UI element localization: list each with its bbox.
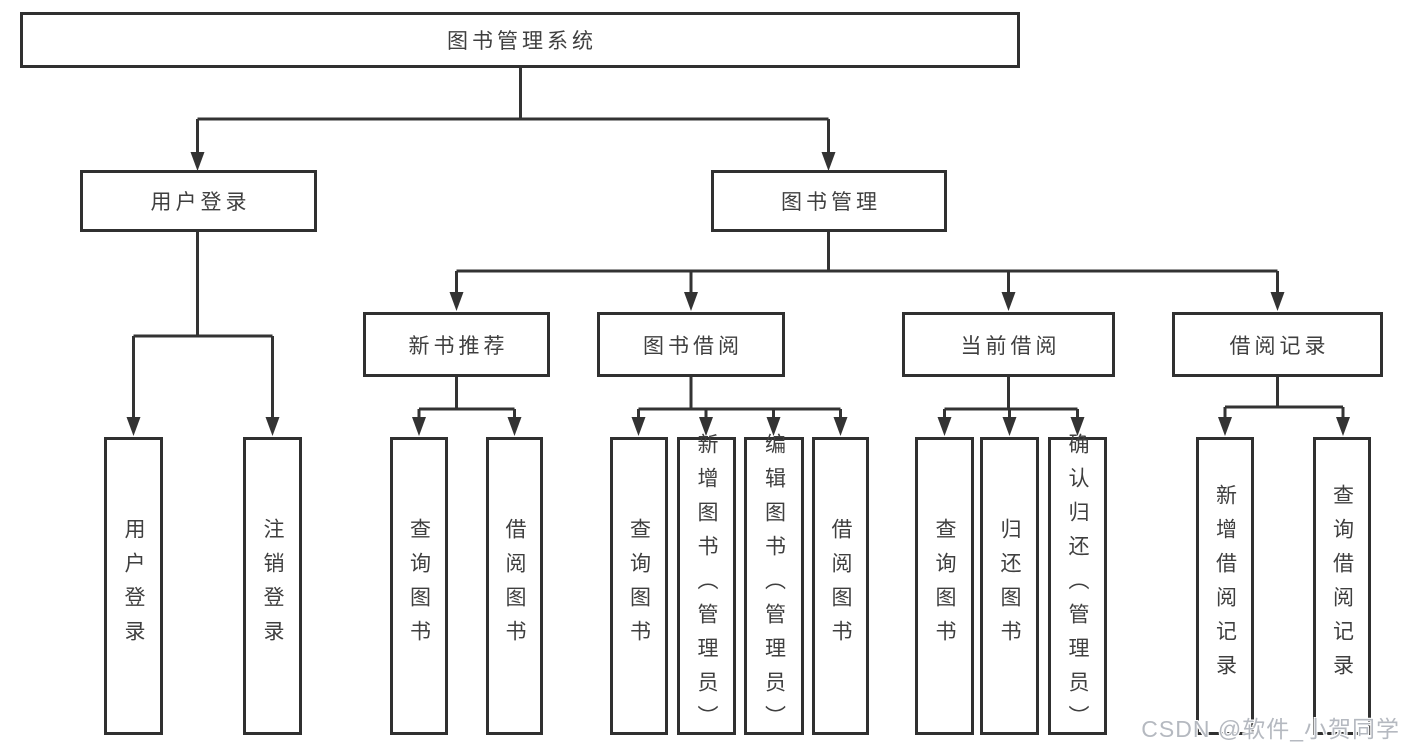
arrowhead <box>833 417 848 436</box>
arrowhead <box>631 417 646 436</box>
leaf-add-books-admin-label: 新增图书（管理员） <box>695 433 718 739</box>
arrowhead <box>1336 417 1350 436</box>
group-user-login-box: 用户登录 <box>80 170 317 232</box>
arrowhead <box>1001 292 1016 311</box>
leaf-query-books-recommend-label: 查询图书 <box>407 518 431 654</box>
leaf-add-books-admin-box: 新增图书（管理员） <box>677 433 736 739</box>
leaf-query-books-current-label: 查询图书 <box>933 518 956 654</box>
sub-borrow-record-label: 借阅记录 <box>1229 334 1330 358</box>
leaf-query-borrow-record-box: 查询借阅记录 <box>1313 437 1371 735</box>
sub-current-borrow-label: 当前借阅 <box>960 334 1061 358</box>
connector-user-login <box>132 232 274 419</box>
arrowhead <box>1270 292 1285 311</box>
leaf-confirm-return-admin-label: 确认归还（管理员） <box>1066 433 1089 739</box>
group-book-management-label: 图书管理 <box>781 191 881 214</box>
leaf-borrow-books-recommend-label: 借阅图书 <box>503 518 526 654</box>
arrowhead <box>766 417 781 436</box>
group-book-management-box: 图书管理 <box>711 170 947 232</box>
leaf-user-login-box: 用户登录 <box>104 437 163 735</box>
arrowhead <box>126 417 141 436</box>
connector-new-book-recommend <box>417 377 516 420</box>
sub-current-borrow-box: 当前借阅 <box>902 312 1115 377</box>
sub-book-borrow-label: 图书借阅 <box>643 334 743 358</box>
leaf-return-books-box: 归还图书 <box>980 437 1039 735</box>
arrowhead <box>937 417 952 436</box>
arrowhead <box>684 292 698 311</box>
root-label: 图书管理系统 <box>447 30 597 53</box>
sub-new-book-recommend-label: 新书推荐 <box>408 334 509 358</box>
leaf-query-books-current-box: 查询图书 <box>915 437 974 735</box>
leaf-add-borrow-record-box: 新增借阅记录 <box>1196 437 1254 735</box>
connector-borrow-record <box>1223 377 1345 420</box>
sub-borrow-record-box: 借阅记录 <box>1172 312 1383 377</box>
group-user-login-label: 用户登录 <box>150 191 251 214</box>
arrowhead <box>1002 417 1017 436</box>
connector-book-management <box>455 232 1279 293</box>
arrowhead <box>821 152 836 171</box>
arrowhead <box>449 292 464 311</box>
arrowhead <box>1218 417 1232 436</box>
leaf-edit-books-admin-box: 编辑图书（管理员） <box>744 433 804 739</box>
arrowheads <box>126 152 1350 436</box>
leaf-add-borrow-record-label: 新增借阅记录 <box>1213 484 1237 688</box>
leaf-logout-label: 注销登录 <box>261 518 284 654</box>
sub-new-book-recommend-box: 新书推荐 <box>363 312 550 377</box>
leaf-logout-box: 注销登录 <box>243 437 302 735</box>
sub-book-borrow-box: 图书借阅 <box>597 312 785 377</box>
leaf-query-borrow-record-label: 查询借阅记录 <box>1330 484 1354 688</box>
root-box: 图书管理系统 <box>20 12 1020 68</box>
leaf-borrow-books-label: 借阅图书 <box>829 518 852 654</box>
connector-book-borrow <box>637 377 842 420</box>
arrowhead <box>1070 417 1085 436</box>
connector-root <box>196 66 830 153</box>
arrowhead <box>190 152 205 171</box>
leaf-return-books-label: 归还图书 <box>998 518 1021 654</box>
arrowhead <box>699 417 713 436</box>
leaf-borrow-books-box: 借阅图书 <box>812 437 869 735</box>
leaf-user-login-label: 用户登录 <box>122 518 145 654</box>
leaf-confirm-return-admin-box: 确认归还（管理员） <box>1048 433 1107 739</box>
arrowhead <box>412 417 426 436</box>
leaf-query-books-recommend-box: 查询图书 <box>390 437 448 735</box>
leaf-query-books-borrow-box: 查询图书 <box>610 437 668 735</box>
leaf-query-books-borrow-label: 查询图书 <box>627 518 651 654</box>
csdn-watermark: CSDN @软件_小贺同学 <box>1141 716 1400 742</box>
arrowhead <box>507 417 522 436</box>
leaf-edit-books-admin-label: 编辑图书（管理员） <box>762 433 786 739</box>
arrowhead <box>265 417 280 436</box>
leaf-borrow-books-recommend-box: 借阅图书 <box>486 437 543 735</box>
connector-current-borrow <box>943 377 1079 420</box>
